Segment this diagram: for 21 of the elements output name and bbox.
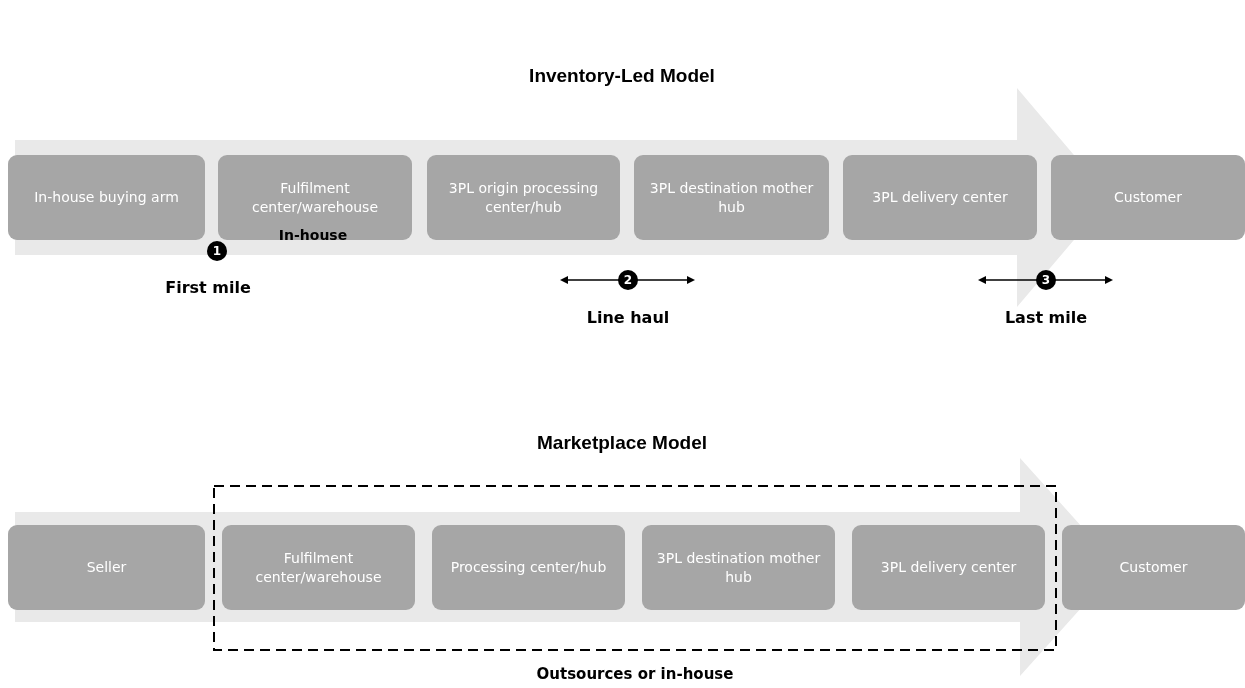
stage-label: Line haul [586,308,670,327]
stage-label: First mile [165,278,251,297]
stage-box: 3PL destination mother hub [634,155,829,240]
callout-number: 3 [1036,270,1056,290]
stage-box: Processing center/hub [432,525,625,610]
stage-box: 3PL origin processing center/hub [427,155,620,240]
stage-label: Last mile [1004,308,1088,327]
stage-box: 3PL destination mother hub [642,525,835,610]
callout-number: 1 [207,241,227,261]
stage-box: 3PL delivery center [843,155,1037,240]
stage-box: In-house buying arm [8,155,205,240]
stage-box: Fulfilment center/warehouse [222,525,415,610]
section-heading: Marketplace Model [537,432,707,454]
callout-number: 2 [618,270,638,290]
section-heading: Inventory-Led Model [529,65,715,87]
stage-box: Customer [1051,155,1245,240]
stage-label: In-house [278,227,348,243]
stage-box: 3PL delivery center [852,525,1045,610]
stage-box: Seller [8,525,205,610]
stage-box: Customer [1062,525,1245,610]
group-label: Outsources or in-house [535,665,735,683]
